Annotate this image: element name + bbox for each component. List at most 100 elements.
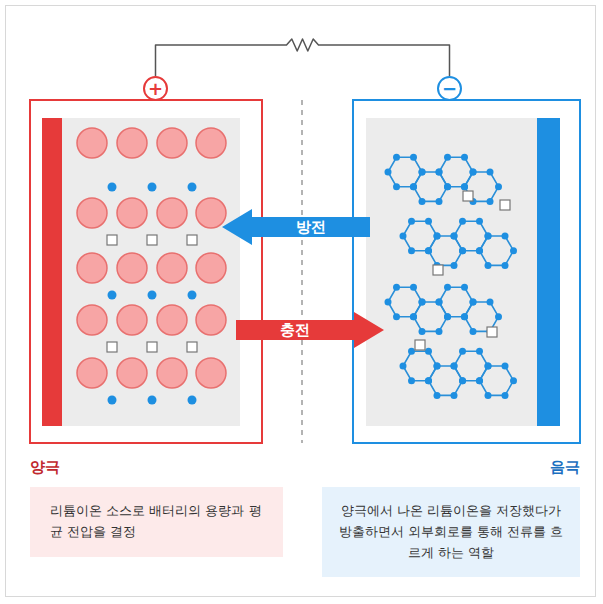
carbon-atom bbox=[408, 377, 415, 384]
external-circuit-wire bbox=[156, 39, 450, 76]
vacancy bbox=[463, 191, 473, 201]
carbon-atom bbox=[461, 183, 468, 190]
arrow-body bbox=[236, 312, 384, 348]
carbon-atom bbox=[495, 183, 502, 190]
carbon-atom bbox=[410, 183, 417, 190]
carbon-atom bbox=[459, 218, 466, 225]
carbon-atom bbox=[393, 284, 400, 291]
carbon-atom bbox=[451, 232, 458, 239]
carbon-atom bbox=[470, 328, 477, 335]
carbon-atom bbox=[436, 198, 443, 205]
lithium-ion bbox=[108, 291, 117, 300]
metal-oxide-atom bbox=[117, 305, 147, 335]
carbon-atom bbox=[459, 377, 466, 384]
vacancy bbox=[107, 342, 117, 352]
metal-oxide-atom bbox=[196, 358, 226, 388]
carbon-atom bbox=[459, 377, 466, 384]
carbon-atom bbox=[451, 392, 458, 399]
carbon-atom bbox=[485, 362, 492, 369]
carbon-atom bbox=[485, 233, 492, 240]
carbon-atom bbox=[461, 284, 468, 291]
carbon-atom bbox=[444, 183, 451, 190]
carbon-atom bbox=[408, 247, 415, 254]
graphite-ring bbox=[480, 366, 514, 395]
metal-oxide-atom bbox=[77, 358, 107, 388]
carbon-atom bbox=[425, 247, 432, 254]
carbon-atom bbox=[459, 348, 466, 355]
terminal-sign: − bbox=[442, 80, 457, 98]
metal-oxide-atom bbox=[157, 253, 187, 283]
metal-oxide-atom bbox=[196, 198, 226, 228]
carbon-atom bbox=[451, 363, 458, 370]
carbon-atom bbox=[400, 233, 407, 240]
arrow-body bbox=[222, 209, 370, 245]
carbon-atom bbox=[410, 284, 417, 291]
carbon-atom bbox=[487, 198, 494, 205]
carbon-atom bbox=[485, 262, 492, 269]
carbon-atom bbox=[436, 169, 443, 176]
carbon-atom bbox=[408, 348, 415, 355]
carbon-atom bbox=[502, 232, 509, 239]
carbon-atom bbox=[487, 298, 494, 305]
carbon-atom bbox=[400, 363, 407, 370]
carbon-atom bbox=[434, 362, 441, 369]
carbon-atom bbox=[459, 247, 466, 254]
carbon-atom bbox=[470, 168, 477, 175]
lithium-ion bbox=[148, 183, 157, 192]
metal-oxide-atom bbox=[157, 128, 187, 158]
lithium-ion bbox=[148, 291, 157, 300]
carbon-atom bbox=[470, 169, 477, 176]
carbon-atom bbox=[385, 299, 392, 306]
anode-material bbox=[366, 118, 537, 426]
lithium-ion bbox=[188, 396, 197, 405]
lithium-ion bbox=[188, 183, 197, 192]
electrode-description: 양극에서 나온 리튬이온을 저장했다가 방출하면서 외부회로를 통해 전류를 흐… bbox=[322, 487, 580, 577]
lithium-ion bbox=[108, 396, 117, 405]
carbon-atom bbox=[436, 299, 443, 306]
carbon-atom bbox=[476, 377, 483, 384]
lithium-ion bbox=[148, 396, 157, 405]
metal-oxide-atom bbox=[77, 128, 107, 158]
vacancy bbox=[487, 327, 497, 337]
electrode-heading: 양극 bbox=[30, 458, 283, 477]
carbon-atom bbox=[444, 154, 451, 161]
carbon-atom bbox=[510, 377, 517, 384]
carbon-atom bbox=[436, 168, 443, 175]
carbon-atom bbox=[495, 313, 502, 320]
carbon-atom bbox=[408, 218, 415, 225]
vacancy bbox=[187, 342, 197, 352]
carbon-atom bbox=[476, 218, 483, 225]
vacancy bbox=[415, 340, 425, 350]
carbon-atom bbox=[410, 183, 417, 190]
graphite-layers bbox=[385, 154, 518, 399]
metal-oxide-atom bbox=[117, 358, 147, 388]
metal-oxide-atom bbox=[117, 253, 147, 283]
carbon-atom bbox=[444, 284, 451, 291]
cathode-outline bbox=[30, 100, 262, 443]
metal-oxide-atom bbox=[196, 253, 226, 283]
carbon-atom bbox=[419, 298, 426, 305]
carbon-atom bbox=[444, 183, 451, 190]
vacancy bbox=[147, 235, 157, 245]
carbon-atom bbox=[410, 154, 417, 161]
carbon-atom bbox=[419, 169, 426, 176]
carbon-atom bbox=[436, 298, 443, 305]
negative-terminal: − bbox=[437, 76, 462, 101]
anode-collector bbox=[537, 118, 560, 426]
carbon-atom bbox=[393, 313, 400, 320]
positive-terminal: + bbox=[143, 76, 168, 101]
carbon-atom bbox=[436, 328, 443, 335]
carbon-atom bbox=[410, 313, 417, 320]
metal-oxide-atom bbox=[157, 358, 187, 388]
arrow-shape bbox=[236, 312, 384, 348]
carbon-atom bbox=[502, 262, 509, 269]
carbon-atom bbox=[470, 299, 477, 306]
carbon-atom bbox=[502, 362, 509, 369]
metal-oxide-atom bbox=[77, 305, 107, 335]
carbon-atom bbox=[444, 313, 451, 320]
vacancy bbox=[500, 200, 510, 210]
charge-arrow: 충전 bbox=[236, 312, 384, 348]
carbon-atom bbox=[485, 232, 492, 239]
carbon-atom bbox=[425, 218, 432, 225]
carbon-atom bbox=[476, 377, 483, 384]
